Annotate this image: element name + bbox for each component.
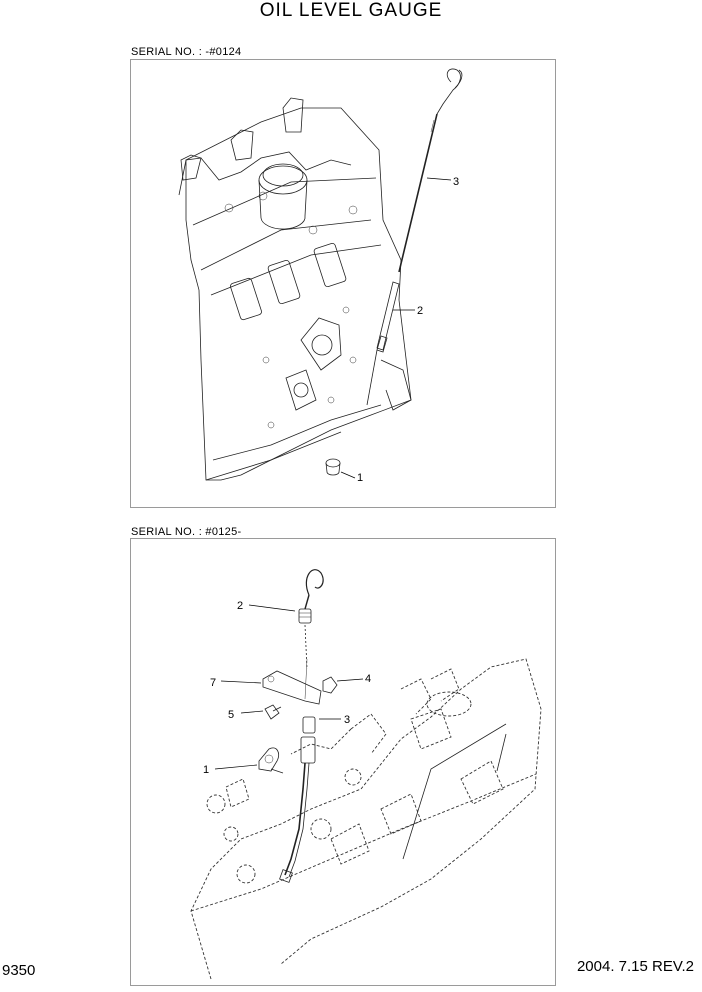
- bracket-part-7: [262, 658, 322, 705]
- bolt-part-5: [264, 704, 282, 720]
- callout-4: 4: [365, 673, 371, 685]
- callout-2-leader-b: [248, 604, 296, 612]
- revision-date: 2004. 7.15 REV.2: [576, 958, 694, 975]
- engine-block-illustration-dashed: [190, 658, 542, 980]
- engine-dipstick-diagram-bottom: 2 7 4 5 3 1: [190, 569, 542, 980]
- callout-5: 5: [228, 709, 234, 721]
- callout-7-leader: [220, 680, 262, 684]
- callout-1-bottom: 1: [203, 764, 209, 776]
- callout-5-leader: [240, 710, 264, 714]
- routing-line: [402, 723, 507, 860]
- callout-2: 2: [417, 305, 423, 317]
- dipstick-assembly: [279, 569, 324, 883]
- callout-1-leader-b: [214, 764, 258, 770]
- serial-label-bottom: SERIAL NO. : #0125-: [131, 526, 242, 538]
- diagram-frame-top: 3 2 1: [130, 59, 556, 508]
- diagram-frame-bottom: 2 7 4 5 3 1: [130, 538, 556, 986]
- callout-3: 3: [453, 176, 459, 188]
- callout-2-bottom: 2: [237, 600, 243, 612]
- guide-tube-part-2: [366, 281, 400, 406]
- engine-dipstick-diagram-top: 3 2 1: [178, 68, 463, 484]
- page-title: OIL LEVEL GAUGE: [259, 0, 443, 21]
- dipstick-part-3: [398, 68, 463, 273]
- callout-1-leader: [340, 471, 356, 479]
- page-number: 9350: [2, 962, 36, 979]
- nut-part-4: [322, 676, 338, 694]
- plug-part-1: [325, 458, 341, 476]
- serial-label-top: SERIAL NO. : -#0124: [131, 46, 242, 58]
- engine-block-illustration: [178, 97, 412, 481]
- routing-line-2: [496, 733, 507, 772]
- callout-1: 1: [357, 472, 363, 484]
- clamp-part-1: [258, 747, 284, 774]
- callout-7: 7: [210, 677, 216, 689]
- callout-3-leader: [426, 177, 452, 181]
- callout-3-bottom: 3: [344, 714, 350, 726]
- callout-4-leader: [336, 678, 364, 682]
